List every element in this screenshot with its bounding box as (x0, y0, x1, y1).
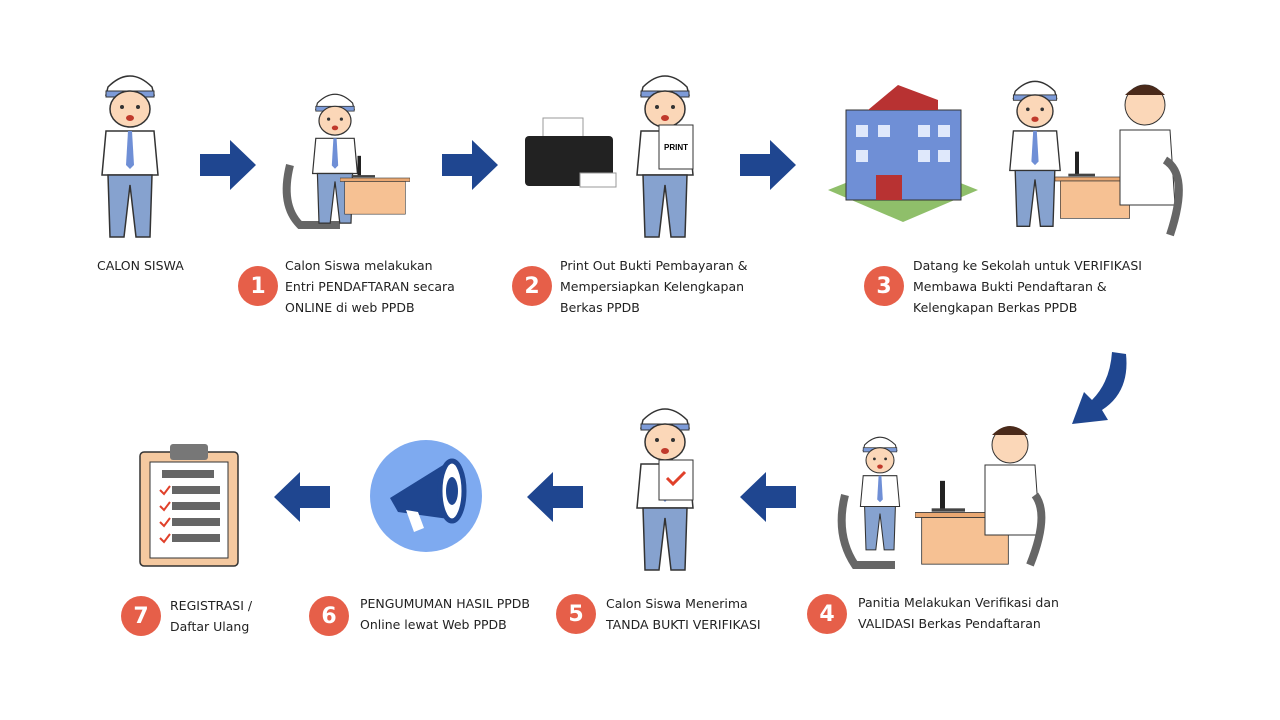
step-1-line: Entri PENDAFTARAN secara (285, 279, 455, 294)
step-5-line: Calon Siswa Menerima (606, 596, 748, 611)
step-6-line: PENGUMUMAN HASIL PPDB (360, 596, 531, 611)
curved-arrow-down-icon (1072, 352, 1127, 424)
step-6-text: PENGUMUMAN HASIL PPDB Online lewat Web P… (360, 593, 530, 635)
clipboard-checklist-icon (139, 444, 239, 567)
step-7-line: Daftar Ulang (170, 619, 250, 634)
step-4-badge: 4 (807, 594, 847, 634)
arrow-right-icon (740, 140, 796, 190)
step-2-line: Print Out Bukti Pembayaran & (560, 258, 748, 273)
step-7-badge: 7 (121, 596, 161, 636)
step-1-line: Calon Siswa melakukan (285, 258, 433, 273)
step-4-text: Panitia Melakukan Verifikasi dan VALIDAS… (858, 592, 1059, 634)
arrow-right-icon (442, 140, 498, 190)
arrow-left-icon (527, 472, 583, 522)
step-6-line: Online lewat Web PPDB (360, 617, 507, 632)
step-2-badge: 2 (512, 266, 552, 306)
step-5-line: TANDA BUKTI VERIFIKASI (606, 617, 761, 632)
student-and-officer-desk-illustration (837, 426, 1046, 569)
step-2-line: Berkas PPDB (560, 300, 640, 315)
step-3-line: Datang ke Sekolah untuk VERIFIKASI (913, 258, 1142, 273)
step-1-line: ONLINE di web PPDB (285, 300, 415, 315)
step-7-text: REGISTRASI / Daftar Ulang (170, 595, 252, 637)
step-3-text: Datang ke Sekolah untuk VERIFIKASI Memba… (913, 255, 1142, 318)
step-3-line: Kelengkapan Berkas PPDB (913, 300, 1078, 315)
paper-label: PRINT (664, 143, 688, 152)
step-1-text: Calon Siswa melakukan Entri PENDAFTARAN … (285, 255, 455, 318)
step-4-line: Panitia Melakukan Verifikasi dan (858, 595, 1059, 610)
student-computer-illustration (282, 93, 410, 229)
printer-icon (525, 117, 617, 188)
student-holding-print-illustration: PRINT (636, 75, 694, 238)
student-and-officer-illustration (1009, 80, 1183, 237)
arrow-right-icon (200, 140, 256, 190)
step-7-line: REGISTRASI / (170, 598, 253, 613)
step-5-text: Calon Siswa Menerima TANDA BUKTI VERIFIK… (606, 593, 761, 635)
step-3-line: Membawa Bukti Pendaftaran & (913, 279, 1107, 294)
start-label: CALON SISWA (97, 258, 184, 273)
step-3-badge: 3 (864, 266, 904, 306)
arrow-left-icon (740, 472, 796, 522)
step-6-badge: 6 (309, 596, 349, 636)
student-waving-illustration (80, 65, 180, 245)
step-1-badge: 1 (238, 266, 278, 306)
step-2-line: Mempersiapkan Kelengkapan (560, 279, 745, 294)
step-5-badge: 5 (556, 594, 596, 634)
student-with-checked-paper-illustration (636, 408, 694, 571)
megaphone-icon (370, 440, 482, 552)
school-building-illustration (828, 85, 978, 222)
step-2-text: Print Out Bukti Pembayaran & Mempersiapk… (560, 255, 748, 318)
step-4-line: VALIDASI Berkas Pendaftaran (858, 616, 1041, 631)
arrow-left-icon (274, 472, 330, 522)
